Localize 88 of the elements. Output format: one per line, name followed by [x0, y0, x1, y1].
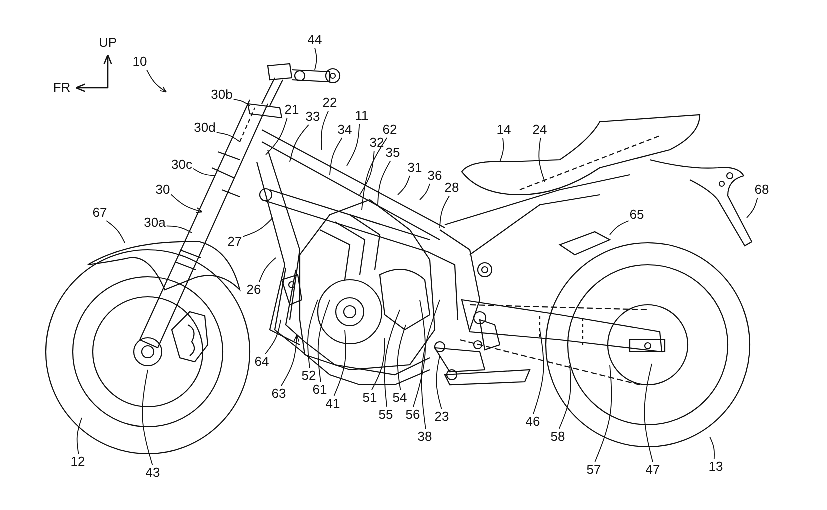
leader-line	[372, 338, 386, 390]
reference-numeral: 62	[382, 123, 398, 137]
leader-line	[233, 99, 250, 106]
leader-line	[384, 310, 400, 408]
leader-line	[259, 258, 276, 282]
leader-line	[76, 418, 82, 454]
leader-line	[413, 300, 426, 408]
reference-numeral: 64	[254, 355, 270, 369]
reference-numeral: 67	[92, 206, 108, 220]
reference-numeral: 11	[355, 109, 369, 123]
leader-line	[321, 110, 330, 150]
leader-line	[242, 218, 274, 238]
reference-numeral: 58	[550, 430, 566, 444]
reference-numeral: 61	[312, 383, 328, 397]
leader-line	[610, 220, 630, 236]
leader-line	[106, 220, 126, 244]
leader-line	[346, 124, 360, 166]
direction-label: FR	[53, 81, 71, 95]
reference-numeral: 63	[272, 387, 286, 401]
reference-numeral: 55	[378, 408, 394, 422]
reference-numeral: 10	[132, 55, 148, 69]
leader-line	[314, 48, 318, 70]
leader-line	[170, 194, 204, 214]
reference-numeral: 56	[406, 408, 420, 422]
reference-numeral: 21	[284, 103, 300, 117]
leader-line	[378, 160, 392, 206]
reference-numeral: 12	[70, 455, 86, 469]
leader-line	[421, 300, 440, 430]
reference-numeral: 47	[646, 463, 660, 477]
leader-line	[397, 324, 406, 390]
reference-numeral: 52	[302, 369, 316, 383]
reference-numeral: 34	[338, 123, 352, 137]
leader-line	[436, 356, 442, 410]
reference-numeral: 68	[754, 183, 770, 197]
leader-line	[533, 330, 544, 414]
leader-line	[500, 138, 504, 162]
direction-label: UP	[98, 36, 118, 50]
leader-line	[644, 364, 654, 462]
leader-line	[193, 168, 216, 176]
leader-line	[166, 226, 192, 234]
reference-numeral: 30d	[194, 121, 216, 135]
reference-numeral: 27	[228, 235, 242, 249]
leader-line	[308, 300, 318, 368]
leader-line	[594, 364, 612, 462]
reference-numeral: 13	[708, 460, 724, 474]
reference-numeral: 30b	[211, 88, 233, 102]
leader-line	[440, 196, 450, 228]
leader-line	[538, 138, 546, 182]
leader-line	[265, 320, 282, 354]
reference-numeral: 30c	[172, 158, 192, 172]
leader-line	[330, 138, 343, 176]
leader-line	[360, 150, 375, 196]
reference-numeral: 14	[496, 123, 512, 137]
reference-numeral: 24	[532, 123, 548, 137]
reference-numeral: 38	[418, 430, 432, 444]
reference-numeral: 26	[246, 283, 262, 297]
reference-numeral: 41	[326, 397, 340, 411]
reference-numeral: 33	[306, 110, 320, 124]
reference-numeral: 44	[308, 33, 322, 47]
leader-line	[290, 124, 310, 162]
leader-line	[362, 138, 388, 210]
leader-line	[318, 300, 330, 382]
leader-line	[398, 176, 410, 196]
reference-numeral: 28	[444, 181, 460, 195]
reference-numeral: 46	[526, 415, 540, 429]
reference-numeral: 54	[392, 391, 408, 405]
leader-line	[334, 330, 346, 396]
leader-line	[216, 132, 240, 142]
leader-line	[266, 118, 288, 156]
reference-numeral: 23	[434, 410, 450, 424]
reference-numeral: 57	[586, 463, 602, 477]
leader-line	[420, 184, 430, 200]
reference-numeral: 43	[146, 466, 160, 480]
reference-numeral: 36	[428, 169, 442, 183]
leader-line	[146, 70, 167, 93]
leader-line	[558, 364, 572, 430]
reference-numeral: 32	[370, 136, 384, 150]
leader-line	[746, 198, 758, 218]
reference-numeral: 22	[322, 96, 338, 110]
reference-numeral: 31	[408, 161, 422, 175]
leader-line	[142, 370, 154, 466]
reference-numeral: 65	[630, 208, 644, 222]
reference-numeral: 51	[362, 391, 378, 405]
reference-numeral: 30a	[144, 216, 166, 230]
reference-numeral: 35	[386, 146, 400, 160]
leader-line	[710, 436, 715, 460]
reference-numeral: 30	[156, 183, 170, 197]
leader-line	[281, 334, 300, 386]
